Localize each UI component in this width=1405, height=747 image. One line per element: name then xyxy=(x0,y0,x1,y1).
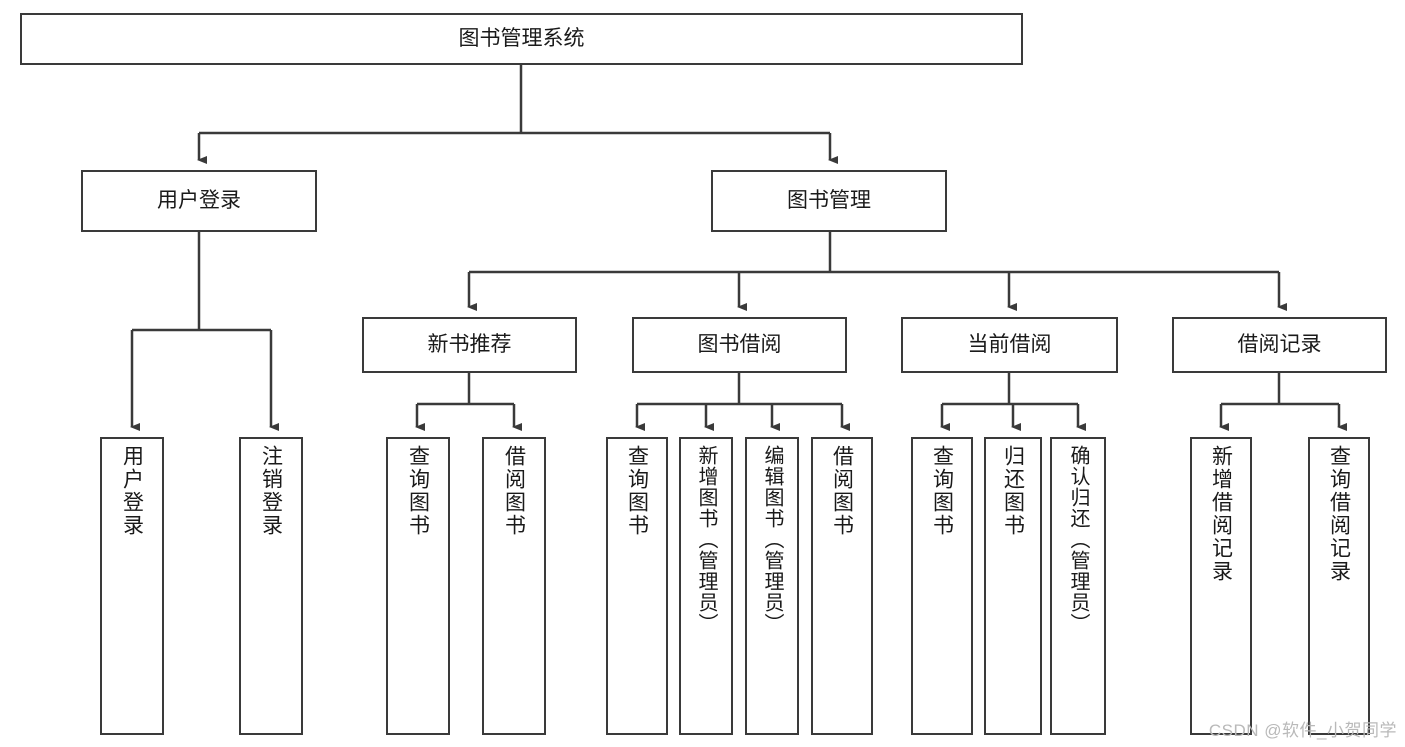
node-user-login[interactable]: 用户登录 xyxy=(81,170,317,232)
node-leaf-borrow-book-1-label: 借阅图书 xyxy=(502,445,526,537)
node-leaf-add-book[interactable]: 新增图书（管理员） xyxy=(679,437,733,735)
node-borrow-record-label: 借阅记录 xyxy=(1237,332,1322,356)
node-leaf-query-record-label: 查询借阅记录 xyxy=(1327,445,1351,583)
node-leaf-user-logout[interactable]: 注销登录 xyxy=(239,437,303,735)
node-leaf-user-login[interactable]: 用户登录 xyxy=(100,437,164,735)
node-leaf-return-book-label: 归还图书 xyxy=(1001,445,1025,537)
node-book-manage-label: 图书管理 xyxy=(787,188,871,212)
node-leaf-user-login-label: 用户登录 xyxy=(120,445,144,537)
node-current-borrow[interactable]: 当前借阅 xyxy=(901,317,1118,373)
node-leaf-query-record[interactable]: 查询借阅记录 xyxy=(1308,437,1370,735)
node-root[interactable]: 图书管理系统 xyxy=(20,13,1023,65)
node-current-borrow-label: 当前借阅 xyxy=(967,332,1052,356)
node-leaf-return-book[interactable]: 归还图书 xyxy=(984,437,1042,735)
node-leaf-query-book-3[interactable]: 查询图书 xyxy=(911,437,973,735)
node-book-borrow-label: 图书借阅 xyxy=(697,332,782,356)
node-leaf-add-record-label: 新增借阅记录 xyxy=(1209,445,1233,583)
node-leaf-edit-book-label: 编辑图书（管理员） xyxy=(761,445,783,634)
node-leaf-query-book-1[interactable]: 查询图书 xyxy=(386,437,450,735)
node-book-borrow[interactable]: 图书借阅 xyxy=(632,317,847,373)
node-root-label: 图书管理系统 xyxy=(458,26,585,50)
node-borrow-record[interactable]: 借阅记录 xyxy=(1172,317,1387,373)
node-new-book-rec-label: 新书推荐 xyxy=(427,332,512,356)
node-leaf-confirm-return-label: 确认归还（管理员） xyxy=(1067,445,1089,634)
watermark: CSDN @软件_小贺同学 xyxy=(1208,721,1397,740)
node-leaf-borrow-book-1[interactable]: 借阅图书 xyxy=(482,437,546,735)
node-new-book-rec[interactable]: 新书推荐 xyxy=(362,317,577,373)
node-leaf-edit-book[interactable]: 编辑图书（管理员） xyxy=(745,437,799,735)
node-leaf-query-book-2-label: 查询图书 xyxy=(625,445,649,537)
node-leaf-query-book-1-label: 查询图书 xyxy=(406,445,430,537)
node-leaf-add-book-label: 新增图书（管理员） xyxy=(695,445,717,634)
node-leaf-query-book-3-label: 查询图书 xyxy=(930,445,954,537)
node-leaf-query-book-2[interactable]: 查询图书 xyxy=(606,437,668,735)
node-user-login-label: 用户登录 xyxy=(157,188,241,212)
node-leaf-confirm-return[interactable]: 确认归还（管理员） xyxy=(1050,437,1106,735)
node-leaf-borrow-book-2-label: 借阅图书 xyxy=(830,445,854,537)
node-leaf-user-logout-label: 注销登录 xyxy=(259,445,283,537)
node-leaf-borrow-book-2[interactable]: 借阅图书 xyxy=(811,437,873,735)
node-book-manage[interactable]: 图书管理 xyxy=(711,170,947,232)
node-leaf-add-record[interactable]: 新增借阅记录 xyxy=(1190,437,1252,735)
